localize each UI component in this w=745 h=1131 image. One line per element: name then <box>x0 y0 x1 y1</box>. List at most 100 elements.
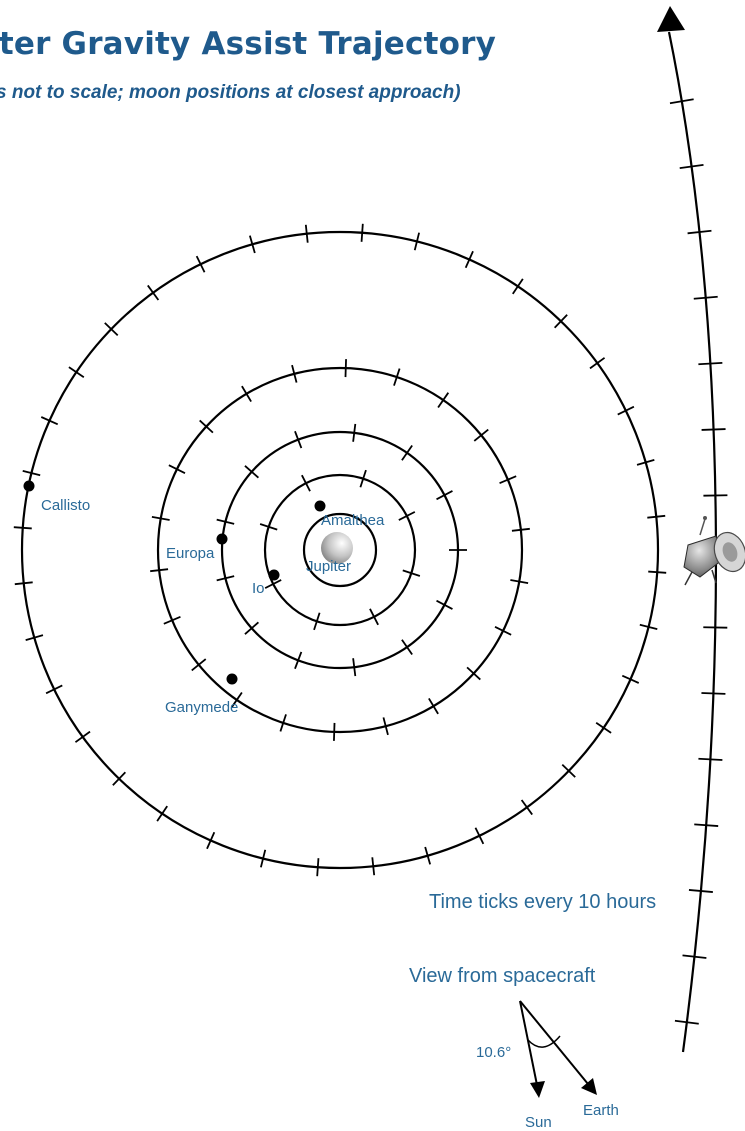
ganymede-orbit-tick <box>241 385 252 403</box>
sun-earth-direction-inset <box>519 1000 597 1098</box>
europa-orbit-tick <box>244 465 260 479</box>
io-orbit-tick <box>259 523 278 531</box>
ganymede-orbit-tick <box>510 579 529 585</box>
ganymede-orbit-tick <box>230 691 243 708</box>
trajectory-tick <box>674 1019 699 1025</box>
callisto-orbit-tick <box>249 235 256 254</box>
callisto-orbit-tick <box>316 858 320 877</box>
io-marker <box>268 569 280 581</box>
callisto-orbit-tick <box>74 730 91 743</box>
amalthea-label: Amalthea <box>321 512 385 529</box>
europa-orbit-tick <box>216 575 235 582</box>
callisto-orbit-tick <box>424 846 431 865</box>
view-heading: View from spacecraft <box>409 965 596 987</box>
ganymede-orbit-tick <box>279 714 287 732</box>
trajectory-tick <box>682 954 707 959</box>
callisto-orbit-tick <box>639 623 658 630</box>
spacecraft-icon <box>683 516 745 586</box>
europa-orbit-tick <box>216 518 235 525</box>
ganymede-marker <box>226 673 238 685</box>
ganymede-orbit-tick <box>437 392 450 409</box>
callisto-orbit-tick <box>413 232 420 251</box>
callisto-orbit-tick <box>617 405 635 416</box>
europa-orbit-tick <box>352 423 357 442</box>
io-orbit <box>263 473 417 627</box>
callisto-orbit-tick <box>13 526 32 530</box>
trajectory-tick <box>669 98 694 105</box>
trajectory-tick <box>694 823 719 827</box>
trajectory-arrow-icon <box>657 6 685 32</box>
callisto-orbit-tick <box>260 849 267 868</box>
callisto-orbit-tick <box>371 857 376 876</box>
callisto-orbit-tick <box>648 570 667 574</box>
earth-direction-arrowhead <box>581 1078 597 1095</box>
ganymede-orbit-tick <box>511 527 530 532</box>
ganymede-orbit-tick <box>199 419 214 434</box>
spacecraft-trajectory <box>667 31 718 1053</box>
callisto-orbit-tick <box>621 674 640 684</box>
time-tick-note: Time ticks every 10 hours <box>429 891 656 913</box>
callisto-orbit-tick <box>512 278 524 295</box>
europa-orbit-tick <box>401 639 413 656</box>
europa-orbit-tick <box>436 599 453 610</box>
europa-marker <box>216 533 228 545</box>
trajectory-tick <box>701 692 726 695</box>
callisto-orbit-tick <box>595 722 612 734</box>
callisto-orbit-tick <box>561 764 576 778</box>
ganymede-orbit-tick <box>466 666 481 681</box>
amalthea-orbit <box>302 512 378 588</box>
europa-orbit-tick <box>401 444 413 461</box>
callisto-marker <box>23 480 35 492</box>
sun-label: Sun <box>525 1114 552 1131</box>
callisto-label: Callisto <box>41 497 90 514</box>
angle-label: 10.6° <box>476 1044 511 1061</box>
trajectory-tick <box>698 757 723 761</box>
ganymede-orbit-tick <box>333 722 336 741</box>
jupiter-label: Jupiter <box>306 558 351 575</box>
callisto-orbit-tick <box>360 223 364 242</box>
amalthea-marker <box>314 500 326 512</box>
ganymede-orbit-tick <box>150 568 169 573</box>
europa-orbit-tick <box>294 651 303 670</box>
diagram-title: iter Gravity Assist Trajectory <box>0 26 497 62</box>
callisto-orbit-tick <box>520 799 533 816</box>
callisto-orbit-tick <box>464 250 474 269</box>
ganymede-orbit-tick <box>291 364 298 383</box>
trajectory-tick <box>693 295 718 300</box>
ganymede-orbit-tick <box>393 368 401 386</box>
europa-orbit-tick <box>436 490 453 501</box>
io-orbit-tick <box>369 608 379 626</box>
callisto-orbit-tick <box>636 459 655 466</box>
callisto-orbit-tick <box>554 314 568 329</box>
callisto-orbit-tick <box>147 284 160 301</box>
europa-orbit-tick <box>352 658 357 677</box>
ganymede-orbit-tick <box>168 464 186 474</box>
sun-direction-arrowhead <box>530 1081 545 1098</box>
ganymede-orbit-tick <box>473 428 489 442</box>
callisto-orbit-tick <box>474 827 485 845</box>
trajectory-tick <box>688 889 713 893</box>
trajectory-tick <box>687 229 712 235</box>
ganymede-orbit-tick <box>428 697 439 715</box>
callisto-orbit-tick <box>22 470 41 477</box>
angle-arc <box>527 1035 561 1048</box>
trajectory-tick <box>698 361 723 366</box>
callisto-orbit-tick <box>156 805 168 822</box>
ganymede-orbit-tick <box>163 616 181 625</box>
europa-label: Europa <box>166 545 215 562</box>
callisto-orbit-tick <box>589 357 606 370</box>
callisto-orbit-tick <box>25 634 44 641</box>
io-orbit-tick <box>402 569 421 577</box>
callisto-orbit-tick <box>112 771 126 786</box>
ganymede-orbit <box>156 366 524 734</box>
callisto-orbit-tick <box>14 581 33 586</box>
ganymede-orbit-tick <box>499 475 517 484</box>
io-orbit-tick <box>264 579 282 589</box>
io-orbit-tick <box>398 511 416 521</box>
ganymede-orbit-tick <box>494 626 512 636</box>
callisto-orbit <box>20 230 660 870</box>
earth-label: Earth <box>583 1102 619 1119</box>
callisto-orbit-tick <box>45 684 63 695</box>
io-orbit-tick <box>359 469 367 488</box>
ganymede-orbit-tick <box>151 515 170 521</box>
